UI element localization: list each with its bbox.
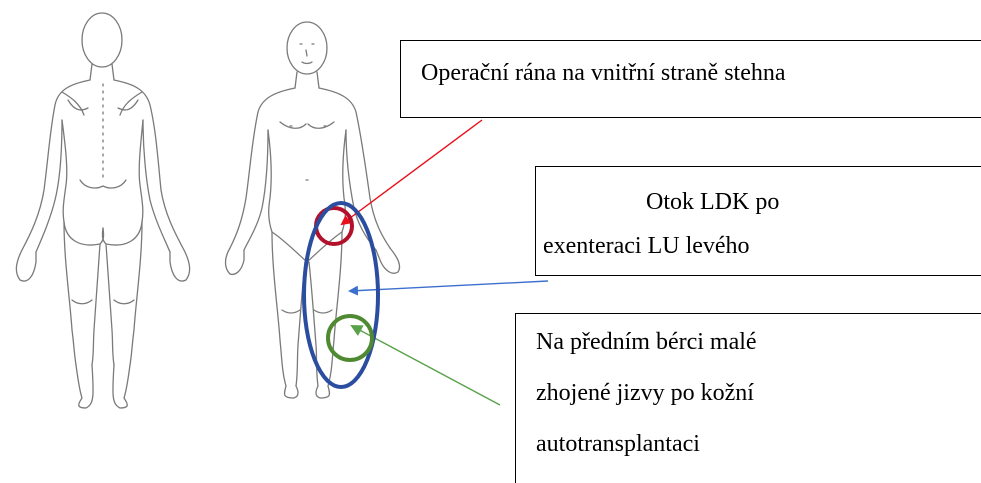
scars-callout: Na předním bérci malé zhojené jizvy po k… [515,313,981,483]
wound-arrow [342,120,482,224]
scars-callout-line-3: autotransplantaci [536,431,700,458]
scars-callout-line-2: zhojené jizvy po kožní [536,380,754,407]
wound-callout-text: Operační rána na vnitřní straně stehna [421,60,786,87]
edema-callout-line-2: exenteraci LU levého [543,233,750,260]
edema-callout: Otok LDK po exenteraci LU levého [535,166,981,276]
wound-callout: Operační rána na vnitřní straně stehna [400,40,981,118]
edema-callout-line-1: Otok LDK po [646,189,779,216]
body-back-view [16,13,189,408]
scars-callout-line-1: Na předním bérci malé [536,329,757,356]
